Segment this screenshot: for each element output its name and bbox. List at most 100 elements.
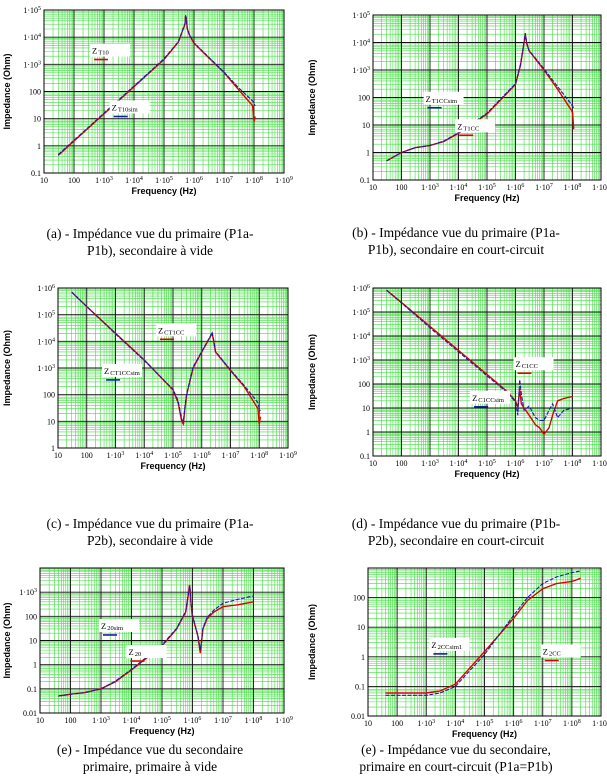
x-axis-label: Frequency (Hz) [452, 729, 517, 739]
x-axis-label: Frequency (Hz) [131, 186, 196, 196]
series-line-simulated [386, 33, 575, 162]
legend-label-bg [102, 363, 143, 377]
x-tick-label: 1·104 [125, 176, 143, 185]
x-tick-label: 1·109 [592, 719, 607, 728]
plot-frame [39, 567, 285, 714]
y-tick-label: 1·104 [352, 39, 370, 48]
y-tick-label: 1·105 [352, 308, 370, 317]
legend-label: ZT10sim [112, 102, 138, 113]
legend-label: Z20 [129, 647, 142, 658]
chart-e2-svg: 101001·1031·1041·1051·1061·1071·1081·109… [307, 567, 607, 739]
legend-label-bg [513, 357, 554, 371]
x-tick-label: 1·103 [421, 459, 439, 468]
x-tick-label: 10 [40, 176, 48, 185]
x-tick-label: 100 [396, 183, 408, 192]
y-tick-label: 100 [43, 391, 55, 400]
x-axis-label: Frequency (Hz) [129, 726, 194, 736]
y-tick-label: 1·105 [352, 11, 370, 20]
caption-c: (c) - Impédance vue du primaire (P1a- P2… [0, 515, 300, 549]
y-tick-label: 1 [37, 142, 41, 151]
minor-grid [373, 288, 601, 456]
x-tick-label: 10 [369, 183, 377, 192]
x-tick-label: 1·109 [275, 176, 293, 185]
legend-label: Z2CCsim1 [431, 640, 462, 651]
y-tick-label: 1·103 [19, 588, 37, 597]
series-line-simulated [58, 585, 254, 697]
caption-b-line1: (b) - Impédance vue du primaire (P1a- [352, 225, 560, 240]
legend-label-bg [109, 100, 150, 114]
y-tick-label: 100 [29, 88, 41, 97]
y-tick-label: 1·105 [23, 6, 41, 15]
y-tick-label: 1·103 [352, 356, 370, 365]
x-tick-label: 1·106 [505, 719, 523, 728]
caption-c-line1: (c) - Impédance vue du primaire (P1a- [46, 516, 254, 531]
y-tick-label: 10 [357, 623, 365, 632]
y-tick-label: 1·104 [23, 33, 41, 42]
legend-label: ZCT1CC [158, 325, 184, 336]
y-tick-label: 1·103 [37, 364, 55, 373]
y-axis-label: Impedance (Ohm) [307, 334, 317, 410]
legend-label-bg [540, 644, 581, 658]
x-tick-label: 10 [364, 719, 372, 728]
caption-e2: (e) - Impédance vue du secondaire, prima… [305, 741, 607, 775]
legend-label-bg [99, 618, 139, 632]
caption-e1: (e) - Impédance vue du secondaire primai… [0, 741, 300, 775]
x-tick-label: 1·106 [507, 459, 525, 468]
chart-panel-e2: 101001·1031·1041·1051·1061·1071·1081·109… [305, 562, 607, 742]
x-axis-label: Frequency (Hz) [454, 193, 519, 203]
caption-e1-line1: (e) - Impédance vue du secondaire [56, 742, 244, 757]
y-tick-label: 1 [366, 428, 370, 437]
legend-label-bg [155, 323, 196, 337]
y-tick-label: 100 [25, 612, 37, 621]
y-tick-label: 10 [362, 121, 370, 130]
x-tick-label: 1·108 [564, 183, 582, 192]
plot-frame [372, 287, 602, 457]
x-tick-label: 1·108 [245, 176, 263, 185]
legend-label: ZT1CCsim [426, 94, 458, 105]
plot-frame [372, 14, 602, 181]
y-tick-label: 1·105 [37, 311, 55, 320]
plot-frame [367, 567, 602, 717]
x-tick-label: 1·106 [193, 451, 211, 460]
y-tick-label: 1 [33, 661, 37, 670]
x-axis-label: Frequency (Hz) [140, 461, 205, 471]
y-tick-label: 1 [51, 444, 55, 453]
caption-e2-line2: primaire en court-circuit (P1a=P1b) [359, 759, 553, 774]
x-tick-label: 10 [369, 459, 377, 468]
x-tick-label: 1·105 [153, 716, 171, 725]
caption-d-line1: (d) - Impédance vue du primaire (P1b- [351, 516, 561, 531]
y-tick-label: 1·104 [37, 337, 55, 346]
x-tick-label: 1·105 [478, 183, 496, 192]
y-tick-label: 0.1 [360, 176, 370, 185]
legend-label: ZC1CCsim [472, 393, 504, 404]
legend-label: ZT1CC [457, 121, 479, 132]
series-line-measured [386, 289, 573, 436]
y-tick-label: 1 [366, 149, 370, 158]
series-line-measured [58, 584, 254, 697]
x-tick-label: 10 [54, 451, 62, 460]
x-tick-label: 1·103 [421, 183, 439, 192]
x-tick-label: 1·108 [563, 719, 581, 728]
y-axis-label: Impedance (Ohm) [2, 53, 12, 129]
caption-a: (a) - Impédance vue du primaire (P1a- P1… [0, 225, 300, 259]
series-line-simulated [386, 289, 573, 422]
caption-a-line1: (a) - Impédance vue du primaire (P1a- [46, 226, 254, 241]
x-tick-label: 1·108 [564, 459, 582, 468]
legend-label-bg [455, 119, 496, 133]
x-tick-label: 1·105 [155, 176, 173, 185]
y-axis-label: Impedance (Ohm) [307, 59, 317, 135]
chart-panel-b: 101001·1031·1041·1051·1061·1071·1081·109… [305, 0, 607, 210]
y-tick-label: 1·106 [352, 284, 370, 293]
x-tick-label: 1·103 [417, 719, 435, 728]
y-tick-label: 10 [33, 115, 41, 124]
x-tick-label: 1·107 [535, 459, 553, 468]
legend-label: ZC1CC [516, 359, 538, 370]
legend-label-bg [423, 91, 464, 105]
x-tick-label: 1·106 [185, 176, 203, 185]
x-tick-label: 1·109 [275, 716, 293, 725]
caption-d-line2: P2b), secondaire en court-circuit [367, 533, 545, 548]
x-tick-label: 1·106 [507, 183, 525, 192]
legend-label-bg [90, 43, 131, 57]
caption-e2-line1: (e) - Impédance vue du secondaire, [361, 742, 551, 757]
y-tick-label: 1 [361, 653, 365, 662]
